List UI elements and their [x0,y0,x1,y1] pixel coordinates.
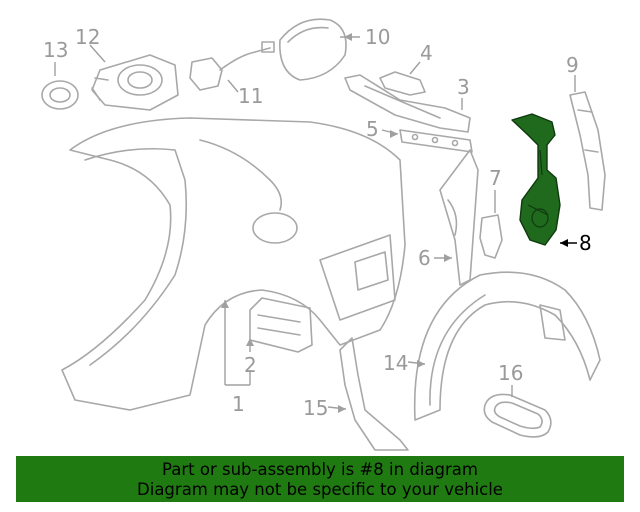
callout-14: 14 [383,351,408,375]
part-12-filler-housing [91,54,179,111]
callout-4: 4 [420,41,433,65]
callout-8: 8 [579,231,592,255]
callout-3: 3 [457,75,470,99]
part-6-panel [439,149,479,286]
part-8-highlighted-bracket [511,113,561,246]
callout-6: 6 [418,246,431,270]
callout-1: 1 [232,392,245,416]
callout-15: 15 [303,396,328,420]
callout-10: 10 [365,25,390,49]
part-13-grommet [41,80,79,110]
part-7-clip [479,214,503,259]
part-16-seal [483,393,552,438]
callout-2: 2 [244,353,257,377]
callout-12: 12 [75,25,100,49]
callout-13: 13 [43,38,68,62]
part-4-bracket [379,71,426,96]
banner-line-2: Diagram may not be specific to your vehi… [137,480,503,499]
part-3-rail [344,74,471,133]
part-15-lower-bracket [339,337,409,451]
callout-9: 9 [566,53,579,77]
part-14-wheelhouse-liner [413,271,601,421]
banner-line-1: Part or sub-assembly is #8 in diagram [162,460,478,479]
callout-11: 11 [238,84,263,108]
part-5-strip [399,129,473,153]
part-10-fuel-door [279,18,347,81]
part-2-hinge-box [249,297,313,353]
part-1-quarter-panel [61,117,406,411]
callout-16: 16 [498,361,523,385]
info-banner: Part or sub-assembly is #8 in diagram Di… [16,456,624,502]
callout-7: 7 [489,166,502,190]
part-9-pillar-bracket [569,91,606,211]
part-11-actuator [189,41,275,91]
callout-5: 5 [366,117,379,141]
parts-diagram: 13 12 10 11 4 3 5 [41,18,606,451]
